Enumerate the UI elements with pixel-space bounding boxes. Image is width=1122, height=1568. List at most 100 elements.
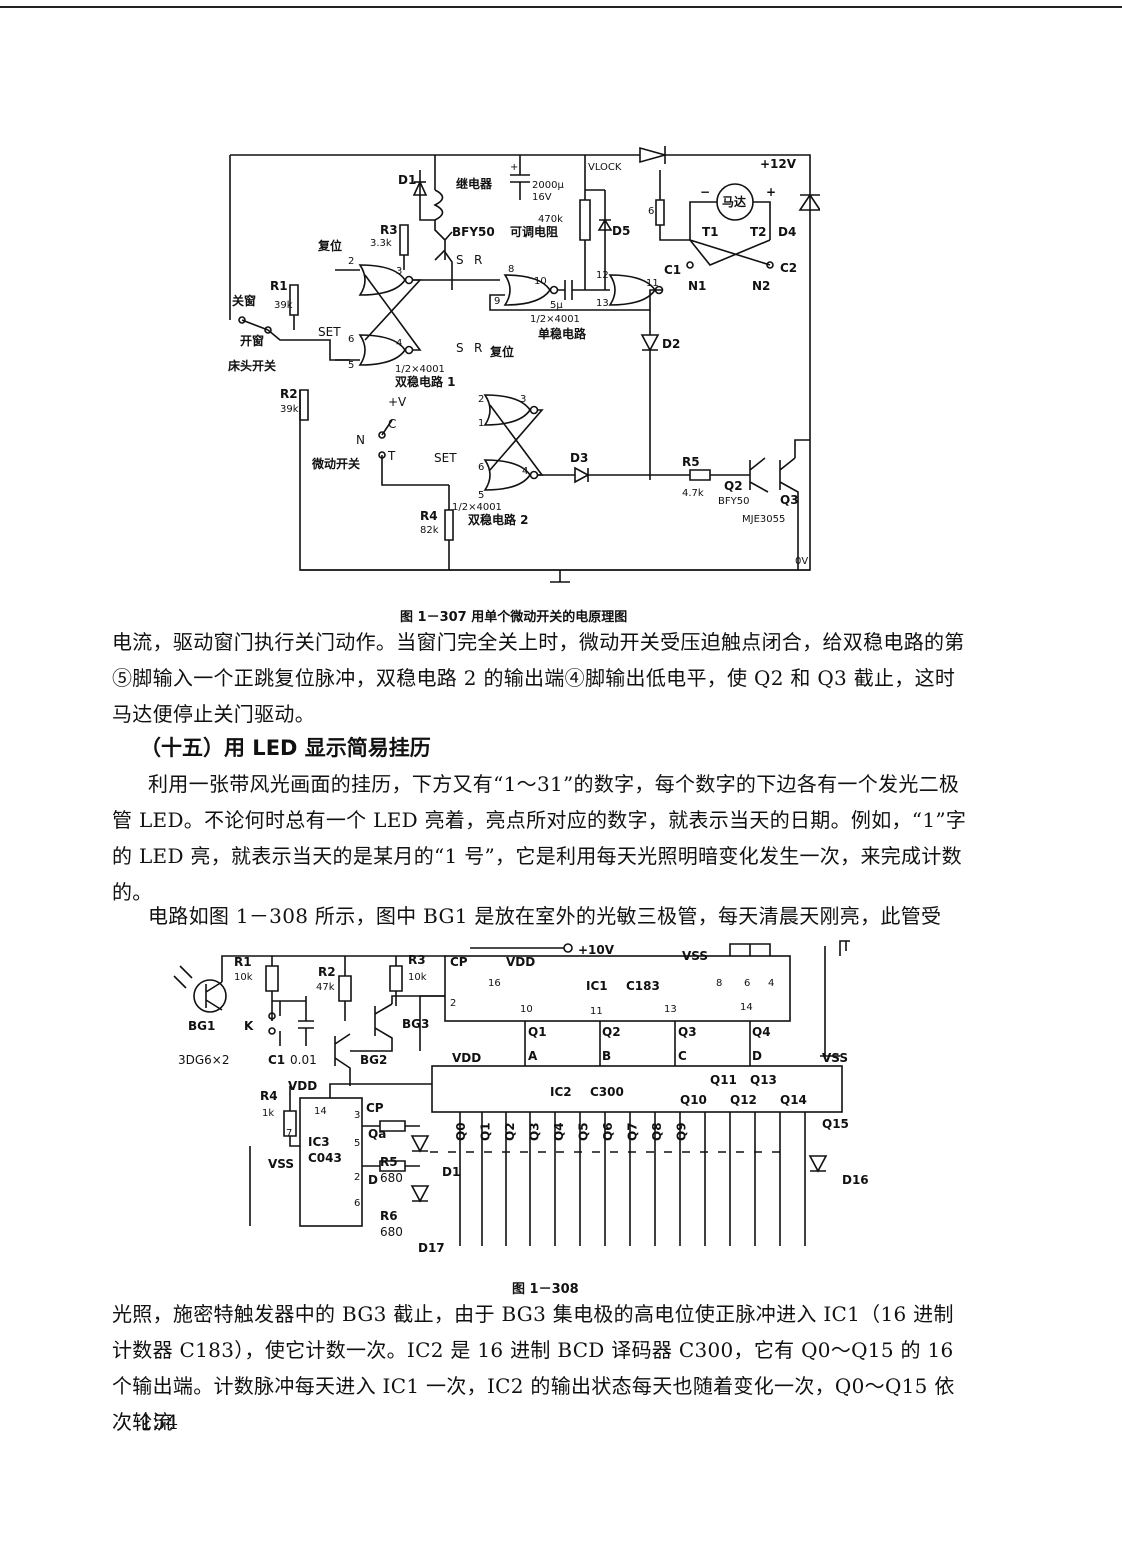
- svg-text:2: 2: [354, 1172, 360, 1183]
- svg-text:3DG6×2: 3DG6×2: [178, 1053, 230, 1067]
- svg-text:R2: R2: [280, 387, 298, 401]
- svg-text:C: C: [678, 1049, 687, 1063]
- svg-text:5: 5: [348, 360, 354, 371]
- svg-text:6: 6: [648, 206, 654, 217]
- svg-text:Q3: Q3: [780, 493, 799, 507]
- svg-text:SET: SET: [318, 325, 341, 339]
- svg-text:1/2×4001: 1/2×4001: [530, 314, 580, 325]
- svg-text:C1: C1: [268, 1053, 285, 1067]
- svg-text:VSS: VSS: [268, 1157, 294, 1171]
- svg-text:5: 5: [354, 1138, 360, 1149]
- svg-text:N2: N2: [752, 279, 770, 293]
- svg-text:Q15: Q15: [822, 1117, 849, 1131]
- svg-text:VLOCK: VLOCK: [588, 162, 622, 173]
- output-label: Q0: [454, 1122, 468, 1141]
- svg-text:CP: CP: [366, 1101, 384, 1115]
- svg-text:R: R: [474, 341, 482, 355]
- svg-text:D: D: [752, 1049, 762, 1063]
- svg-text:R3: R3: [408, 953, 426, 967]
- svg-text:BFY50: BFY50: [452, 225, 495, 239]
- svg-text:IC2: IC2: [550, 1085, 572, 1099]
- svg-text:CP: CP: [450, 955, 468, 969]
- svg-text:VDD: VDD: [452, 1051, 481, 1065]
- svg-text:N: N: [356, 433, 365, 447]
- svg-text:BG2: BG2: [360, 1053, 387, 1067]
- top-rule: [0, 6, 1122, 8]
- svg-text:Q2: Q2: [602, 1025, 621, 1039]
- circuit-diagram-1-308: R1 10k R2 47k R3 10k BG1 K BG3 BG2 3DG6×…: [173, 940, 869, 1255]
- svg-text:B: B: [602, 1049, 611, 1063]
- svg-text:+: +: [766, 185, 776, 199]
- svg-text:D1: D1: [442, 1165, 460, 1179]
- svg-text:R: R: [474, 253, 482, 267]
- output-label: Q7: [626, 1122, 640, 1141]
- paragraph: 电路如图 1－308 所示，图中 BG1 是放在室外的光敏三极管，每天清晨天刚亮…: [148, 904, 942, 928]
- figure-caption-1-307: 图 1－307 用单个微动开关的电原理图: [400, 610, 628, 625]
- svg-text:−: −: [700, 185, 710, 199]
- svg-text:微动开关: 微动开关: [311, 456, 360, 471]
- svg-text:2: 2: [450, 998, 456, 1009]
- svg-text:Q4: Q4: [752, 1025, 771, 1039]
- svg-text:继电器: 继电器: [456, 176, 493, 191]
- svg-text:R2: R2: [318, 965, 336, 979]
- svg-text:4: 4: [396, 338, 402, 349]
- svg-text:16V: 16V: [532, 192, 552, 203]
- svg-text:14: 14: [314, 1106, 327, 1117]
- svg-text:D4: D4: [778, 225, 796, 239]
- svg-text:床头开关: 床头开关: [228, 358, 276, 373]
- output-label: Q9: [675, 1122, 689, 1141]
- svg-text:D3: D3: [570, 451, 588, 465]
- svg-text:1/2×4001: 1/2×4001: [395, 364, 445, 375]
- svg-text:8: 8: [508, 264, 514, 275]
- svg-text:Q10: Q10: [680, 1093, 707, 1107]
- svg-text:BFY50: BFY50: [718, 496, 749, 507]
- svg-text:T: T: [387, 449, 396, 463]
- svg-text:Q14: Q14: [780, 1093, 807, 1107]
- svg-text:3: 3: [354, 1110, 360, 1121]
- svg-text:T1: T1: [702, 225, 719, 239]
- svg-text:Q1: Q1: [528, 1025, 547, 1039]
- svg-text:R3: R3: [380, 223, 398, 237]
- svg-text:39k: 39k: [274, 300, 293, 311]
- svg-text:R1: R1: [234, 955, 252, 969]
- svg-text:6: 6: [478, 462, 484, 473]
- svg-text:2: 2: [348, 256, 354, 267]
- svg-text:Q2: Q2: [724, 479, 743, 493]
- svg-text:C043: C043: [308, 1151, 342, 1165]
- svg-text:9: 9: [494, 296, 500, 307]
- svg-text:2: 2: [478, 394, 484, 405]
- svg-text:T2: T2: [750, 225, 767, 239]
- output-label: Q8: [650, 1122, 664, 1141]
- svg-text:7: 7: [286, 1128, 292, 1139]
- svg-text:D2: D2: [662, 337, 680, 351]
- svg-text:6: 6: [354, 1198, 360, 1209]
- svg-text:39k: 39k: [280, 404, 299, 415]
- svg-text:10: 10: [520, 1004, 533, 1015]
- svg-text:BG1: BG1: [188, 1019, 215, 1033]
- section-heading: （十五）用 LED 显示简易挂历: [140, 736, 431, 760]
- svg-text:VSS: VSS: [822, 1051, 848, 1065]
- svg-text:R5: R5: [380, 1155, 398, 1169]
- svg-text:马达: 马达: [722, 194, 746, 209]
- svg-text:C300: C300: [590, 1085, 624, 1099]
- output-label: Q5: [577, 1122, 591, 1141]
- svg-text:1/2×4001: 1/2×4001: [452, 502, 502, 513]
- svg-text:复位: 复位: [489, 344, 514, 359]
- svg-text:双稳电路 1: 双稳电路 1: [395, 374, 456, 389]
- figure-caption-1-308: 图 1－308: [512, 1282, 579, 1297]
- svg-text:VDD: VDD: [288, 1079, 317, 1093]
- svg-text:13: 13: [596, 298, 609, 309]
- svg-text:14: 14: [740, 1002, 753, 1013]
- svg-text:13: 13: [664, 1004, 677, 1015]
- svg-text:Q12: Q12: [730, 1093, 757, 1107]
- svg-text:VSS: VSS: [682, 949, 708, 963]
- output-label: Q6: [601, 1122, 615, 1141]
- svg-text:11: 11: [646, 278, 659, 289]
- svg-text:Q3: Q3: [678, 1025, 697, 1039]
- svg-text:5μ: 5μ: [550, 300, 563, 311]
- svg-text:R5: R5: [682, 455, 700, 469]
- svg-text:D: D: [368, 1173, 378, 1187]
- svg-text:C1: C1: [664, 263, 681, 277]
- svg-text:5: 5: [478, 490, 484, 501]
- svg-text:IC1: IC1: [586, 979, 608, 993]
